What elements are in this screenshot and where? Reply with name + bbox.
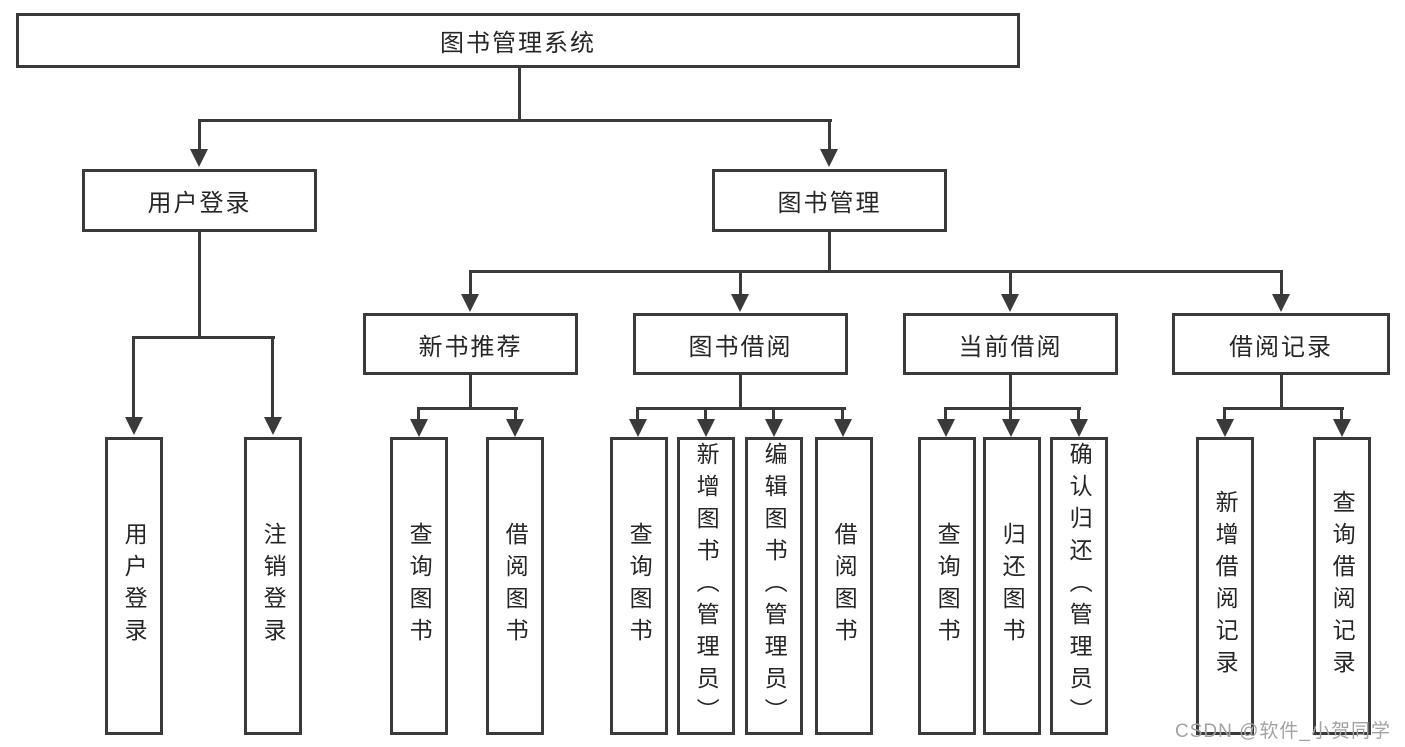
node-library-system: 图书管理系统 [16,13,1020,68]
leaf-add-books-admin: 新增图书（管理员） [677,437,735,735]
connector-line [739,375,742,407]
connector-line [1223,407,1226,420]
leaf-current-query-books: 查询图书 [918,437,976,735]
node-book-management: 图书管理 [712,169,947,232]
leaf-confirm-return-admin: 确认归还（管理员） [1050,437,1108,735]
connector-line [417,407,518,410]
leaf-logout-login: 注销登录 [244,437,302,735]
connector-line [1009,407,1012,420]
connector-line [469,270,1283,273]
connector-line [132,336,275,339]
connector-line [132,336,135,418]
connector-line [271,336,274,418]
connector-line [469,270,472,295]
arrow-down-icon [765,419,783,437]
connector-line [772,407,775,420]
leaf-recommend-query-books: 查询图书 [390,437,448,735]
arrow-down-icon [1001,294,1019,312]
leaf-return-books: 归还图书 [983,437,1041,735]
connector-line [1280,270,1283,295]
arrow-down-icon [1002,419,1020,437]
arrow-down-icon [1070,419,1088,437]
arrow-down-icon [1272,294,1290,312]
arrow-down-icon [820,149,838,167]
connector-line [518,68,521,119]
connector-line [841,407,844,420]
connector-line [1340,407,1343,420]
node-new-book-recommend: 新书推荐 [363,313,578,375]
connector-line [469,375,472,407]
node-book-borrowing: 图书借阅 [633,313,848,375]
leaf-query-borrow-record: 查询借阅记录 [1313,437,1371,735]
leaf-borrow-query-books: 查询图书 [610,437,668,735]
connector-line [1280,375,1283,407]
connector-line [828,119,831,151]
arrow-down-icon [697,419,715,437]
node-borrowing-records: 借阅记录 [1172,313,1390,375]
arrow-down-icon [1333,419,1351,437]
arrow-down-icon [190,149,208,167]
connector-line [636,407,846,410]
connector-line [1077,407,1080,420]
connector-line [636,407,639,420]
arrow-down-icon [264,417,282,435]
connector-line [704,407,707,420]
watermark-text: CSDN @软件_小贺同学 [1175,721,1391,742]
arrow-down-icon [506,419,524,437]
connector-line [198,119,832,122]
connector-line [514,407,517,420]
arrow-down-icon [410,419,428,437]
arrow-down-icon [731,294,749,312]
connector-line [828,232,831,270]
node-user-login: 用户登录 [82,169,317,232]
leaf-user-login: 用户登录 [105,437,163,735]
connector-line [944,407,1081,410]
connector-line [417,407,420,420]
connector-line [1009,270,1012,295]
leaf-edit-books-admin: 编辑图书（管理员） [745,437,803,735]
connector-line [1223,407,1344,410]
arrow-down-icon [1216,419,1234,437]
leaf-borrow-borrow-books: 借阅图书 [815,437,873,735]
connector-line [198,232,201,336]
arrow-down-icon [834,419,852,437]
leaf-recommend-borrow-books: 借阅图书 [486,437,544,735]
connector-line [1009,375,1012,407]
leaf-add-borrow-record: 新增借阅记录 [1196,437,1254,735]
node-current-borrowing: 当前借阅 [903,313,1118,375]
connector-line [944,407,947,420]
connector-line [198,119,201,151]
arrow-down-icon [461,294,479,312]
arrow-down-icon [629,419,647,437]
arrow-down-icon [937,419,955,437]
arrow-down-icon [125,417,143,435]
connector-line [739,270,742,295]
